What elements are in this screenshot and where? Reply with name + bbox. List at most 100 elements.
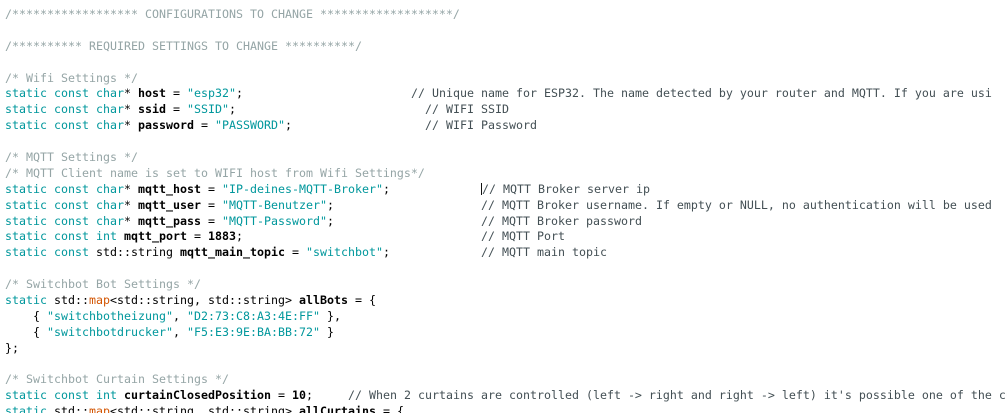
token-plain [47,198,54,212]
token-plain: * [124,181,138,196]
token-plain [89,229,96,243]
token-plain: , [172,324,187,339]
token-keyword: static [5,118,47,133]
token-plain [89,86,96,100]
token-plain [89,214,96,228]
token-line-comment: // Unique name for ESP32. The name detec… [410,86,992,101]
token-identifier: mqtt_host [138,181,201,196]
token-plain [390,245,481,259]
token-keyword: static [5,404,47,413]
code-line: static std::map<std::string, std::string… [5,293,1007,309]
token-string: "IP-deines-MQTT-Broker" [222,181,383,196]
token-number: 10 [291,388,306,403]
token-keyword: const [54,229,89,244]
token-plain: ; [326,197,334,212]
token-string: "SSID" [187,102,229,117]
token-plain: { [5,308,47,323]
token-plain: = [201,213,222,228]
token-plain [47,102,54,116]
code-line [5,357,1007,373]
token-block-comment: /* Wifi Settings */ [5,70,138,85]
token-plain: <std::string, std::string> [110,293,299,308]
token-line-comment: // When 2 curtains are controlled (left … [347,388,1007,403]
token-plain [47,229,54,243]
token-string: "D2:73:C8:A3:4E:FF" [186,308,320,323]
token-keyword: char [96,102,124,117]
token-plain: = [201,197,222,212]
token-plain [334,214,481,228]
token-plain: ; [236,86,243,101]
code-line: { "switchbotheizung", "D2:73:C8:A3:4E:FF… [5,309,1007,325]
token-plain [89,182,96,196]
token-line-comment: // MQTT main topic [480,245,607,260]
code-line: static const int mqtt_port = 1883; // MQ… [5,229,1007,245]
token-plain [243,229,481,243]
token-identifier: mqtt_port [124,229,187,244]
text-cursor-icon [480,182,482,195]
token-keyword: const [54,102,89,117]
token-plain: } [319,324,334,339]
token-plain [47,214,54,228]
token-plain: = [194,118,215,133]
code-line: static const std::string mqtt_main_topic… [5,245,1007,261]
token-block-comment: /****************** CONFIGURATIONS TO CH… [5,7,460,21]
token-string: "PASSWORD" [215,118,285,133]
token-plain: std::string [89,245,180,260]
token-plain: ; [236,229,243,244]
token-plain: * [124,213,138,228]
token-plain: <std::string, std::string> [110,404,299,413]
token-plain [334,198,481,212]
code-line: /* Switchbot Bot Settings */ [5,277,1007,293]
token-plain: * [124,102,138,117]
token-identifier: mqtt_main_topic [180,245,285,260]
code-line [5,261,1007,277]
token-plain [117,229,124,243]
token-keyword: const [54,118,89,133]
token-keyword: static [5,181,47,196]
code-line: static const char* mqtt_pass = "MQTT-Pas… [5,214,1007,230]
token-keyword: const [54,86,89,101]
token-identifier: mqtt_user [138,197,201,212]
token-plain: = { [347,293,376,308]
token-line-comment: // MQTT Broker password [480,213,642,228]
token-plain [89,198,96,212]
token-keyword: static [5,388,47,403]
token-block-comment: /* Switchbot Bot Settings */ [5,277,201,292]
token-plain: }; [5,340,19,355]
token-keyword: static [5,213,47,228]
code-line: /****************** CONFIGURATIONS TO CH… [5,7,1007,23]
code-line: static std::map<std::string, std::string… [5,404,1007,413]
token-keyword: int [96,229,117,244]
token-plain [236,102,425,116]
token-block-comment: /********** REQUIRED SETTINGS TO CHANGE … [5,38,362,53]
token-plain: = [284,245,306,260]
token-function: map [89,293,110,308]
token-keyword: char [96,197,124,212]
token-plain: * [124,86,138,101]
token-keyword: static [5,245,47,260]
token-string: "MQTT-Benutzer" [222,197,327,212]
code-line: /* Switchbot Curtain Settings */ [5,372,1007,388]
token-keyword: int [96,388,117,403]
token-block-comment: /* MQTT Settings */ [5,150,138,165]
token-string: "switchbotdrucker" [47,324,173,339]
token-plain [89,102,96,116]
token-keyword: const [54,197,89,212]
token-keyword: static [5,102,47,117]
token-plain: ; [382,181,390,196]
token-plain [47,118,54,132]
code-line [5,23,1007,39]
token-keyword: char [96,181,124,196]
token-plain: ; [326,213,334,228]
token-plain: }, [319,308,341,323]
token-plain: * [124,197,138,212]
token-keyword: static [5,86,47,101]
token-plain: * [124,118,138,133]
code-line: static const char* mqtt_user = "MQTT-Ben… [5,198,1007,214]
token-plain: = [166,86,187,101]
code-line: /********** REQUIRED SETTINGS TO CHANGE … [5,39,1007,55]
token-plain [390,182,481,196]
token-plain [47,182,54,196]
token-plain: ; [305,388,313,403]
